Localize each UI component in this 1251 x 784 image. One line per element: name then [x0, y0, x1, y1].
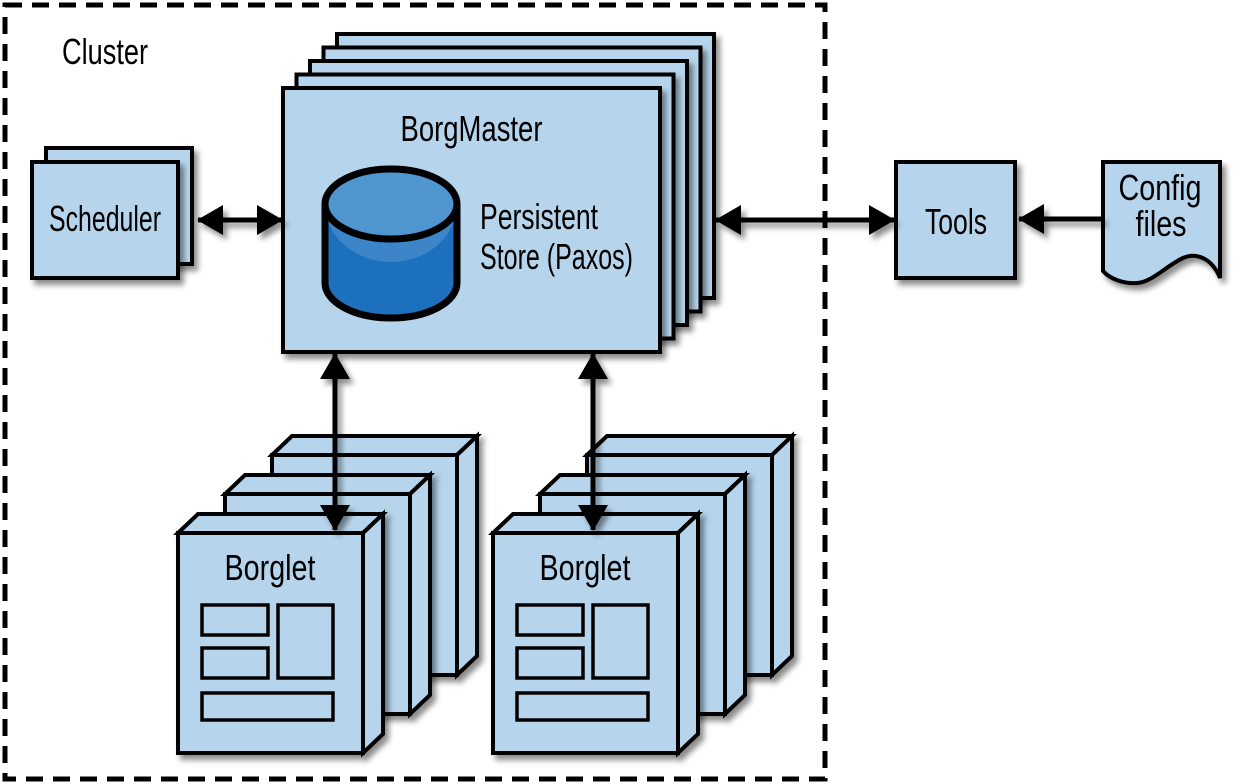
task-slot: [200, 603, 270, 637]
task-slot: [515, 603, 585, 637]
borglet-label: Borglet: [225, 547, 316, 588]
cylinder-top: [321, 165, 461, 243]
borgmaster-node: BorgMaster Persistent Store (Paxos): [281, 32, 716, 354]
tools-label: Tools: [925, 201, 987, 242]
cluster-boundary: [2, 2, 828, 782]
task-slot: [515, 646, 585, 680]
persistent-store-label-line2: Store (Paxos): [480, 236, 633, 277]
scheduler-node: Scheduler: [30, 146, 194, 280]
borgmaster-front-layer: BorgMaster Persistent Store (Paxos): [281, 86, 662, 354]
config-files-label-line1: Config: [1119, 167, 1202, 208]
cylinder-outline: [321, 200, 461, 322]
borglet-front-layer: Borglet: [176, 512, 385, 755]
cluster-label: Cluster: [62, 31, 148, 72]
cylinder-sheen: [325, 204, 457, 262]
tools-box: [894, 160, 1017, 280]
scheduler-label: Scheduler: [49, 198, 161, 239]
borglet-left-node: Borglet: [176, 434, 479, 755]
tools-node: Tools: [894, 160, 1017, 280]
document-icon: [1101, 160, 1222, 286]
task-slot: [200, 691, 335, 722]
borglet-right-node: Borglet: [491, 434, 794, 755]
borgmaster-label: BorgMaster: [401, 108, 543, 149]
config-files-node: Config files: [1101, 160, 1222, 286]
edges: [197, 204, 1103, 531]
task-slot: [591, 603, 650, 680]
borglet-label: Borglet: [540, 547, 631, 588]
config-files-label-line2: files: [1136, 203, 1187, 244]
borglet-front-layer: Borglet: [491, 512, 700, 755]
task-slot: [276, 603, 335, 680]
database-cylinder-icon: [321, 165, 461, 322]
persistent-store-label-line1: Persistent: [480, 196, 598, 237]
task-slot: [515, 691, 650, 722]
scheduler-front-layer: [30, 160, 180, 280]
task-slot: [200, 646, 270, 680]
